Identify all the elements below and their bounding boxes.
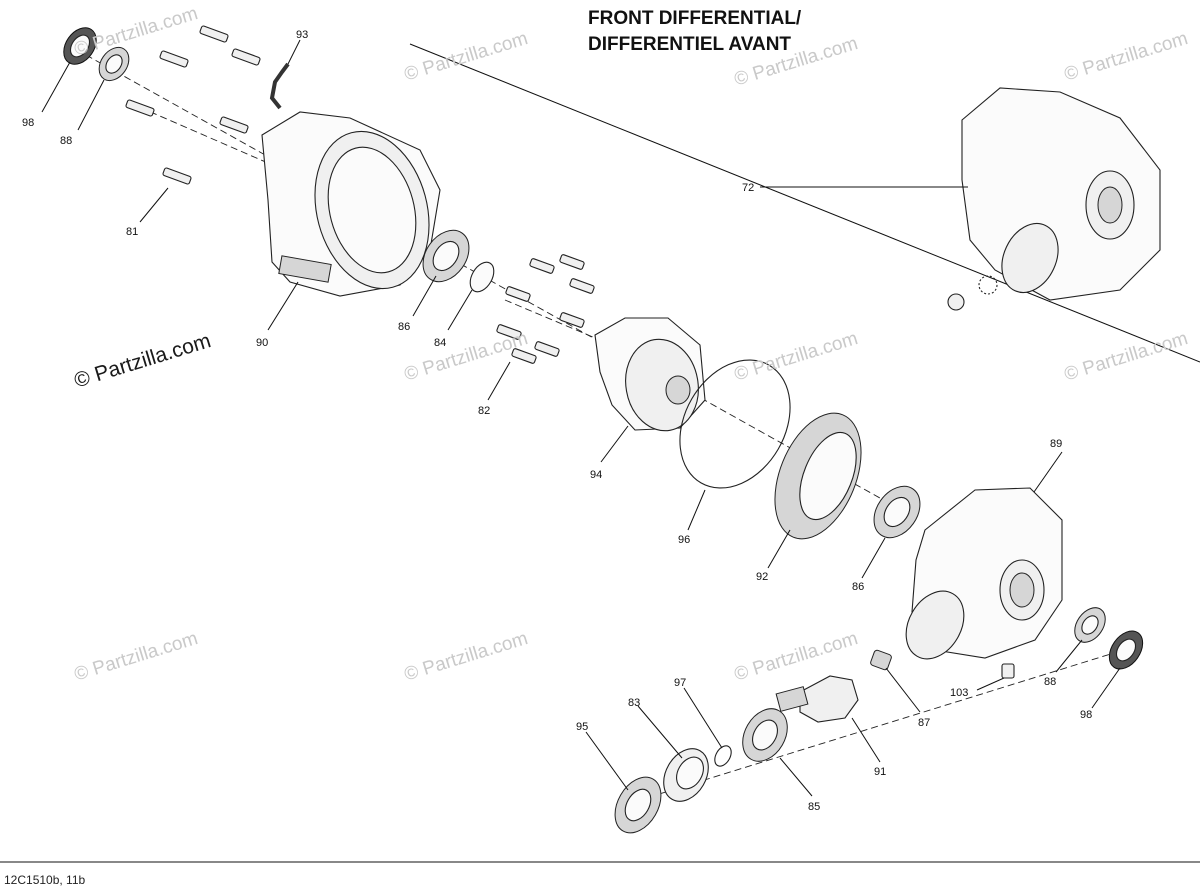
oil-seal-95 — [614, 776, 662, 834]
callout-84: 84 — [434, 337, 446, 349]
callout-97: 97 — [674, 677, 686, 689]
bearing-86-right — [873, 485, 921, 539]
gasket-96 — [679, 359, 791, 489]
coupler-83 — [663, 748, 709, 802]
oil-seal-left — [63, 27, 97, 65]
circlip-97 — [714, 745, 732, 767]
assembly-axis-output — [639, 647, 1131, 801]
o-ring-84 — [469, 261, 495, 293]
frame-diagonal-line — [409, 43, 1200, 363]
assembly-axis-main — [85, 54, 906, 513]
callout-103: 103 — [950, 687, 968, 699]
bolt-set-82 — [496, 254, 595, 364]
bearing-85 — [742, 708, 788, 762]
callout-86: 86 — [398, 321, 410, 333]
callout-83: 83 — [628, 697, 640, 709]
oil-seal-98-right — [1108, 630, 1144, 670]
callout-81: 81 — [126, 226, 138, 238]
bearing-left — [98, 46, 130, 82]
differential-assembly — [594, 317, 706, 432]
housing-left — [261, 111, 441, 297]
callout-72: 72 — [742, 182, 754, 194]
callout-86b: 86 — [852, 581, 864, 593]
bearing-86-left — [422, 229, 470, 283]
callout-90: 90 — [256, 337, 268, 349]
diagram-title-line1: FRONT DIFFERENTIAL/ — [588, 8, 802, 29]
assembly-axis-bolts-2 — [504, 299, 601, 341]
bolt-set-housing — [125, 25, 261, 185]
callout-85: 85 — [808, 801, 820, 813]
leader-lines — [41, 39, 1121, 797]
callout-87: 87 — [918, 717, 930, 729]
callout-98: 98 — [22, 117, 34, 129]
callout-92: 92 — [756, 571, 768, 583]
drawing-code: 12C1510b, 11b — [4, 873, 86, 887]
drain-plug-103 — [1001, 663, 1015, 679]
callout-96: 96 — [678, 534, 690, 546]
callout-91: 91 — [874, 766, 886, 778]
needle-bearing-87 — [870, 649, 892, 671]
callout-labels: 98 88 93 81 90 86 84 82 94 96 92 86 89 7… — [22, 29, 1092, 813]
housing-right — [905, 487, 1063, 660]
callout-94: 94 — [590, 469, 602, 481]
vent-tube — [269, 62, 290, 110]
callout-88: 88 — [60, 135, 72, 147]
callout-89: 89 — [1050, 438, 1062, 450]
diagram-title-line2: DIFFERENTIEL AVANT — [588, 34, 792, 55]
pinion-shaft — [775, 675, 859, 723]
callout-93: 93 — [296, 29, 308, 41]
bearing-88-right — [1074, 607, 1106, 643]
ring-gear — [774, 412, 862, 540]
callout-88b: 88 — [1044, 676, 1056, 688]
callout-98b: 98 — [1080, 709, 1092, 721]
callout-82: 82 — [478, 405, 490, 417]
callout-95: 95 — [576, 721, 588, 733]
differential-assembled-unit — [947, 87, 1161, 311]
